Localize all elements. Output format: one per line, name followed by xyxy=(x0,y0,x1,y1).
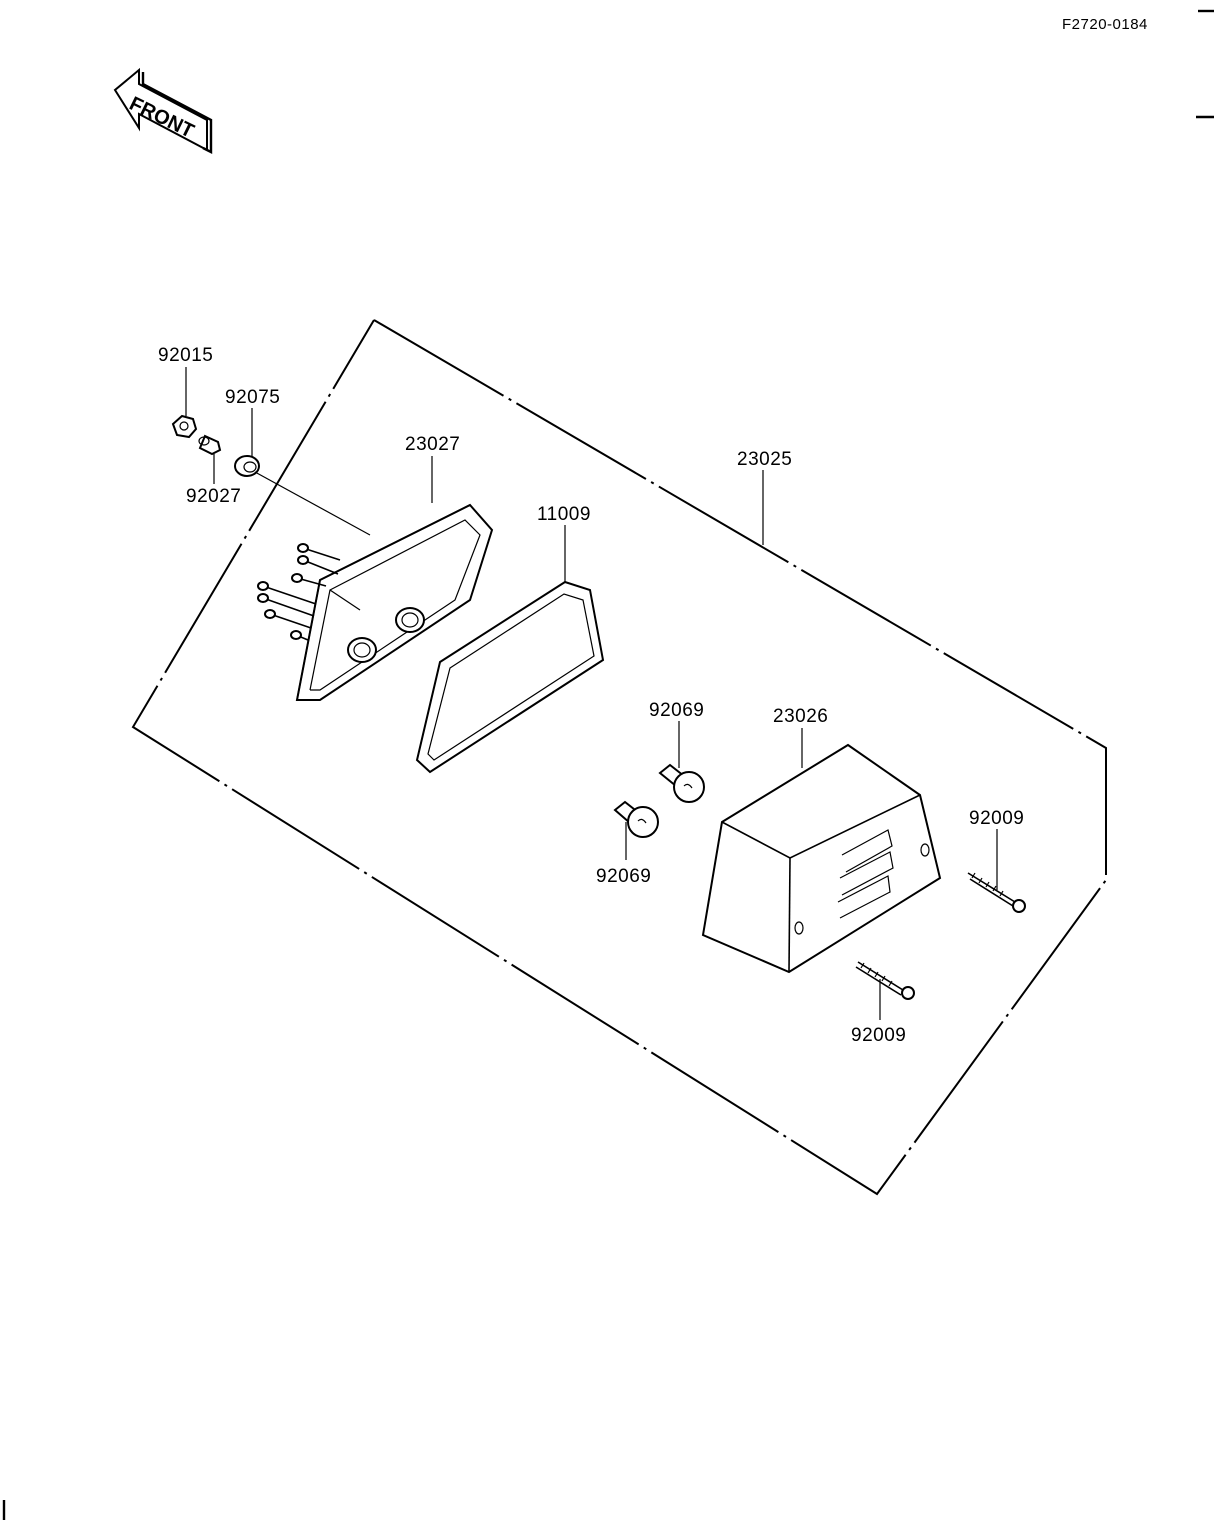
label-92009-bottom: 92009 xyxy=(851,1025,906,1046)
collar-92027 xyxy=(198,434,222,456)
screw-92009-bottom xyxy=(855,961,915,1000)
label-11009: 11009 xyxy=(537,504,591,525)
bulb-92069-top xyxy=(658,763,705,803)
label-92027: 92027 xyxy=(186,486,241,507)
label-92069-bottom: 92069 xyxy=(596,866,651,887)
lens-23026 xyxy=(701,743,942,974)
label-92075: 92075 xyxy=(225,387,280,408)
lamp-base-23027 xyxy=(257,503,494,701)
nut-92015 xyxy=(171,414,198,439)
label-92015: 92015 xyxy=(158,345,213,366)
label-92069-top: 92069 xyxy=(649,700,704,721)
label-23025: 23025 xyxy=(737,449,792,470)
label-23026: 23026 xyxy=(773,706,828,727)
label-92009-right: 92009 xyxy=(969,808,1024,829)
diagram-code: F2720-0184 xyxy=(1062,16,1148,33)
bulb-92069-bottom xyxy=(613,800,659,838)
leader-grommet-to-base xyxy=(254,471,371,536)
assembly-outline xyxy=(131,319,1107,1196)
label-23027: 23027 xyxy=(405,434,460,455)
front-arrow-icon: FRONT xyxy=(113,67,213,154)
screw-92009-right xyxy=(967,872,1026,913)
grommet-92075 xyxy=(234,455,260,477)
